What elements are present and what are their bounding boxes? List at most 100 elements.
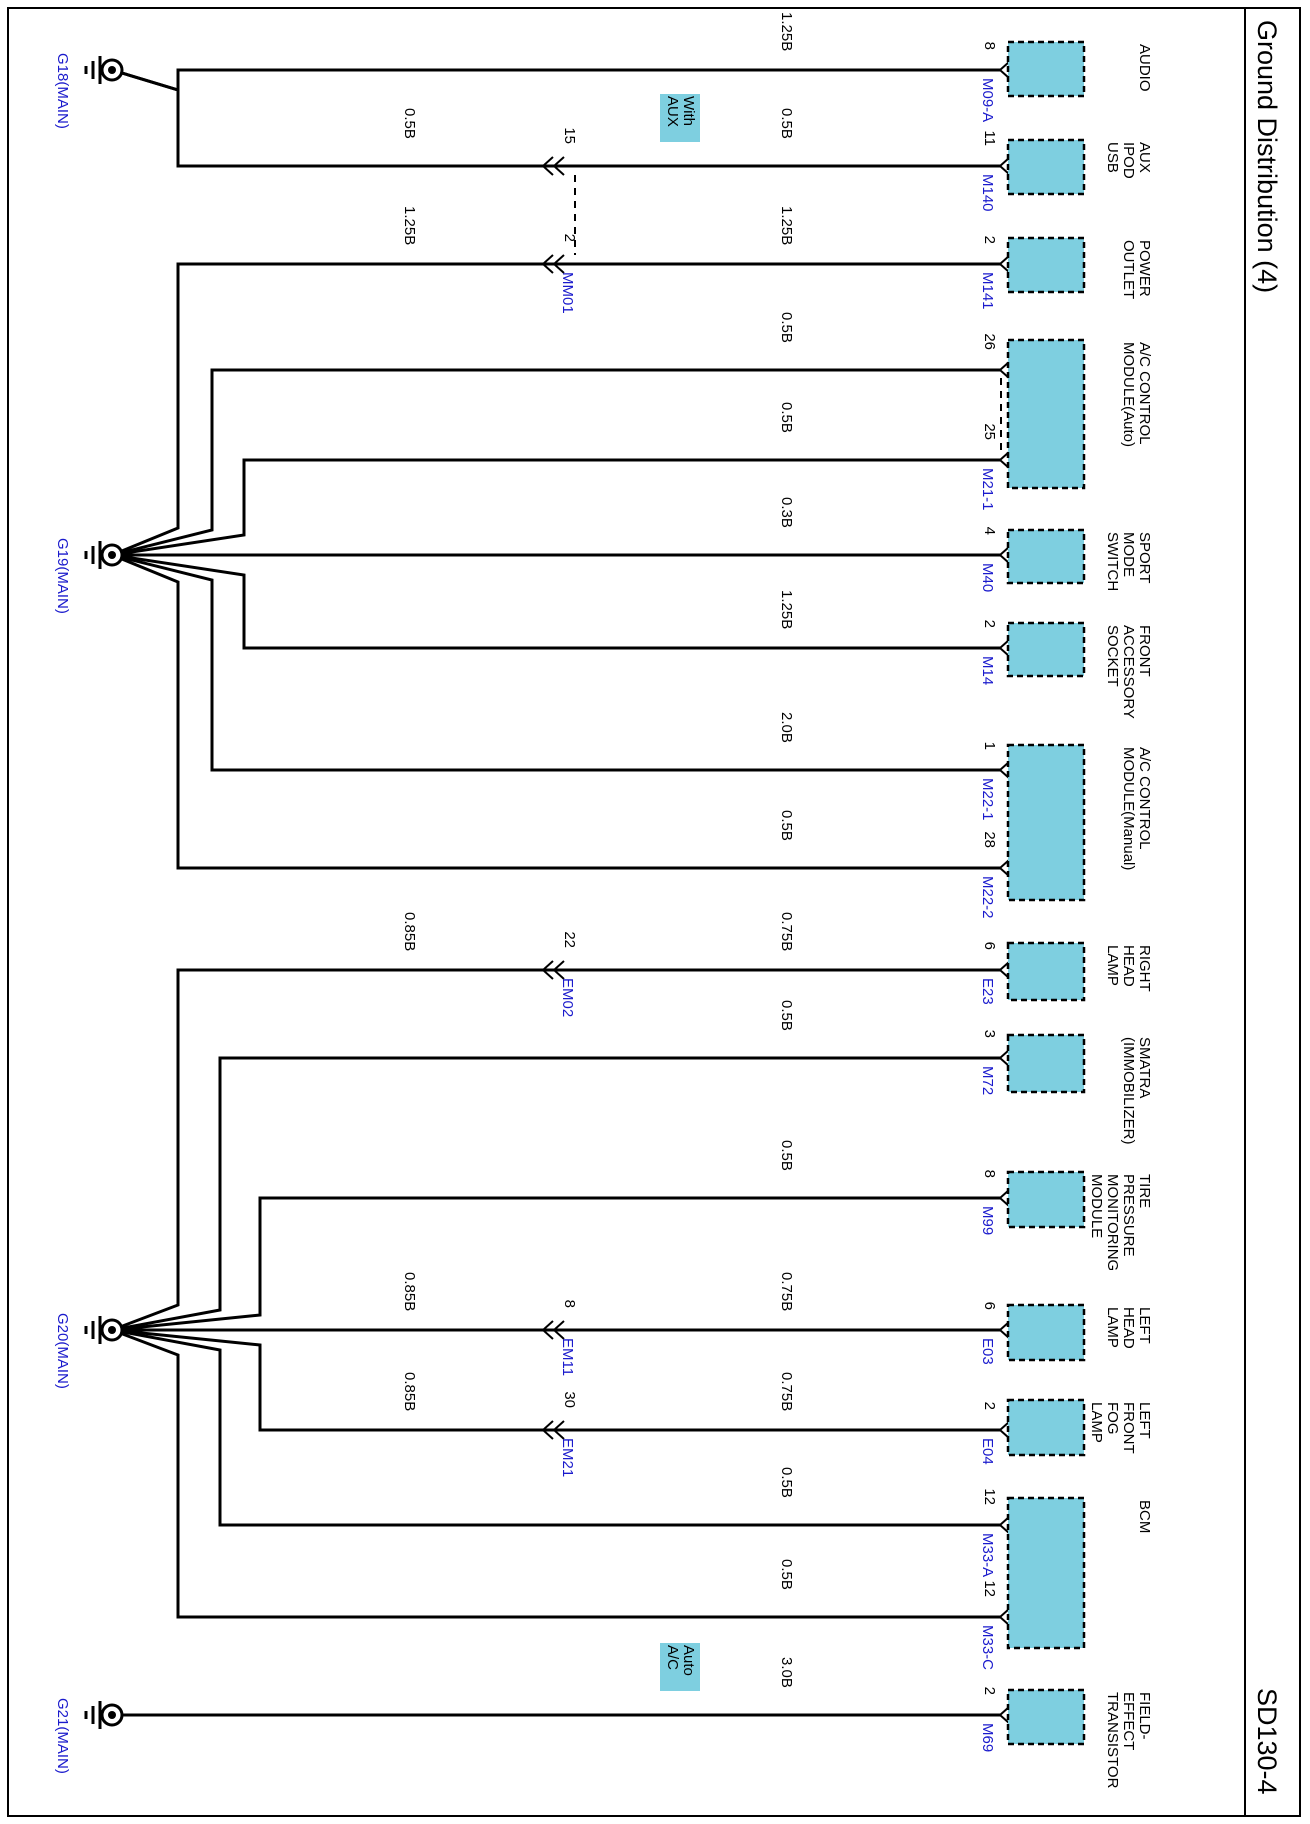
w2-gauge-comp: 0.5B	[778, 108, 795, 139]
w14-inline-pin-male	[541, 1420, 554, 1440]
w3-inline-pin-number: 2	[561, 234, 578, 242]
w16-path	[111, 1328, 1000, 1619]
w5-gauge-comp: 0.5B	[778, 402, 795, 433]
w12-path	[111, 1196, 1000, 1332]
w12-pin-mark	[998, 1189, 1010, 1207]
w13-connector: E03	[979, 1338, 996, 1365]
w2-inline-pin-number: 15	[561, 127, 578, 144]
w14-pin-number: 2	[981, 1402, 998, 1410]
component-front-accessory-label: ACCESSORY	[1120, 625, 1137, 719]
w11-gauge-comp: 0.5B	[778, 1000, 795, 1031]
component-sport-mode-label: SPORT	[1136, 532, 1153, 583]
w12-connector: M99	[979, 1206, 996, 1235]
w9-pin-number: 28	[981, 831, 998, 848]
component-left-fog-lamp-label: FRONT	[1120, 1402, 1137, 1454]
component-tpms	[1006, 1170, 1086, 1229]
ground-layer	[84, 56, 124, 1729]
w10-inline-pin-female	[552, 960, 565, 980]
component-tpms-label: MODULE	[1088, 1174, 1105, 1238]
text-layer: Ground Distribution (4)SD130-4G18(MAIN)G…	[54, 12, 1282, 1795]
w10-gauge-comp: 0.75B	[778, 912, 795, 951]
w14-gauge-comp: 0.75B	[778, 1372, 795, 1411]
w15-gauge-comp: 0.5B	[778, 1467, 795, 1498]
page-frame	[7, 7, 1301, 1817]
w14-pin-mark	[998, 1421, 1010, 1439]
w4-gauge-comp: 0.5B	[778, 312, 795, 343]
w8-gauge-comp: 2.0B	[778, 712, 795, 743]
w15-connector: M33-A	[979, 1533, 996, 1577]
w9-pin-mark	[998, 859, 1010, 877]
w13-inline-pin-male	[541, 1320, 554, 1340]
w16-gauge-comp: 0.5B	[778, 1559, 795, 1590]
w1-pin-mark	[998, 61, 1010, 79]
w4-pin-mark	[998, 361, 1010, 379]
w17-option-line1: Auto	[680, 1645, 697, 1676]
w3-pin-number: 2	[981, 236, 998, 244]
w17-pin-number: 2	[981, 1687, 998, 1695]
w3-gauge-comp: 1.25B	[778, 206, 795, 245]
component-left-head-lamp-label: LAMP	[1104, 1307, 1121, 1348]
component-aux-label: AUX	[1136, 142, 1153, 173]
w10-pin-mark	[998, 961, 1010, 979]
component-audio-label: AUDIO	[1136, 44, 1153, 92]
component-ac-manual-label: MODULE(Manual)	[1120, 747, 1137, 870]
w2-path	[111, 68, 1000, 168]
component-smatra-label: (IMMOBILIZER)	[1120, 1037, 1137, 1145]
ground-g21-label: G21(MAIN)	[54, 1698, 71, 1774]
component-right-head-lamp-label: RIGHT	[1136, 945, 1153, 992]
w3-inline-connector: MM01	[559, 272, 576, 314]
component-ac-manual-label: A/C CONTROL	[1136, 747, 1153, 850]
component-left-fog-lamp	[1006, 1398, 1086, 1457]
component-fet	[1006, 1688, 1086, 1746]
w2-inline-pin-male	[541, 156, 554, 176]
w12-pin-number: 8	[981, 1170, 998, 1178]
component-audio	[1006, 40, 1086, 98]
w14-inline-pin-number: 30	[561, 1391, 578, 1408]
w10-gauge-ground: 0.85B	[401, 912, 418, 951]
w15-pin-mark	[998, 1516, 1010, 1534]
w1-gauge-comp: 1.25B	[778, 12, 795, 51]
w5-path	[111, 458, 1000, 557]
w8-connector: M22-1	[979, 778, 996, 821]
w14-gauge-ground: 0.85B	[401, 1372, 418, 1411]
w13-inline-connector: EM11	[559, 1338, 576, 1376]
w6-pin-number: 4	[981, 527, 998, 535]
w2-connector: M140	[979, 174, 996, 212]
w2-gauge-ground: 0.5B	[401, 108, 418, 139]
w7-path	[111, 553, 1000, 650]
w17-option-line2: A/C	[664, 1645, 681, 1670]
w2-pin-mark	[998, 157, 1010, 175]
component-ac-auto-label: A/C CONTROL	[1136, 342, 1153, 445]
w13-pin-number: 6	[981, 1302, 998, 1310]
component-left-head-lamp	[1006, 1303, 1086, 1362]
w6-gauge-comp: 0.3B	[778, 497, 795, 528]
component-front-accessory-label: FRONT	[1136, 625, 1153, 677]
w13-inline-pin-number: 8	[561, 1300, 578, 1308]
page-title: Ground Distribution (4)	[1252, 20, 1282, 293]
w3-path	[111, 262, 1000, 557]
component-smatra	[1006, 1033, 1086, 1094]
component-left-head-lamp-label: HEAD	[1120, 1307, 1137, 1349]
w3-pin-mark	[998, 255, 1010, 273]
w7-pin-mark	[998, 639, 1010, 657]
component-left-fog-lamp-label: LAMP	[1088, 1402, 1105, 1443]
w5-pin-mark	[998, 451, 1010, 469]
w1-path	[111, 68, 1000, 93]
w3-inline-pin-male	[541, 254, 554, 274]
w13-gauge-ground: 0.85B	[401, 1272, 418, 1311]
component-right-head-lamp	[1006, 941, 1086, 1002]
w13-pin-mark	[998, 1321, 1010, 1339]
w2-option-box	[660, 94, 700, 142]
component-ac-manual	[1006, 743, 1086, 902]
component-smatra-label: SMATRA	[1136, 1037, 1153, 1098]
ground-g18-label: G18(MAIN)	[54, 53, 71, 129]
component-bcm	[1006, 1496, 1086, 1650]
component-sport-mode-label: SWITCH	[1104, 532, 1121, 591]
component-power-outlet-label: OUTLET	[1120, 240, 1137, 299]
w9-connector: M22-2	[979, 876, 996, 919]
w5-pin-number: 25	[981, 423, 998, 440]
w2-pin-number: 11	[981, 130, 998, 146]
w14-path	[111, 1328, 1000, 1432]
component-fet-label: FIELD-	[1136, 1692, 1153, 1740]
